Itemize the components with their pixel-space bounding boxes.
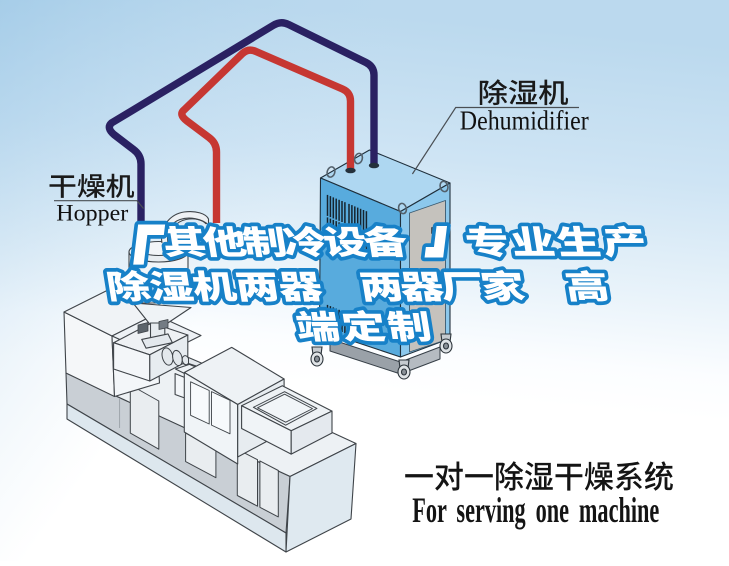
- svg-text:For serving one machine: For serving one machine: [412, 490, 659, 530]
- svg-text:Hopper: Hopper: [56, 201, 128, 227]
- svg-text:Dehumidifier: Dehumidifier: [460, 105, 589, 135]
